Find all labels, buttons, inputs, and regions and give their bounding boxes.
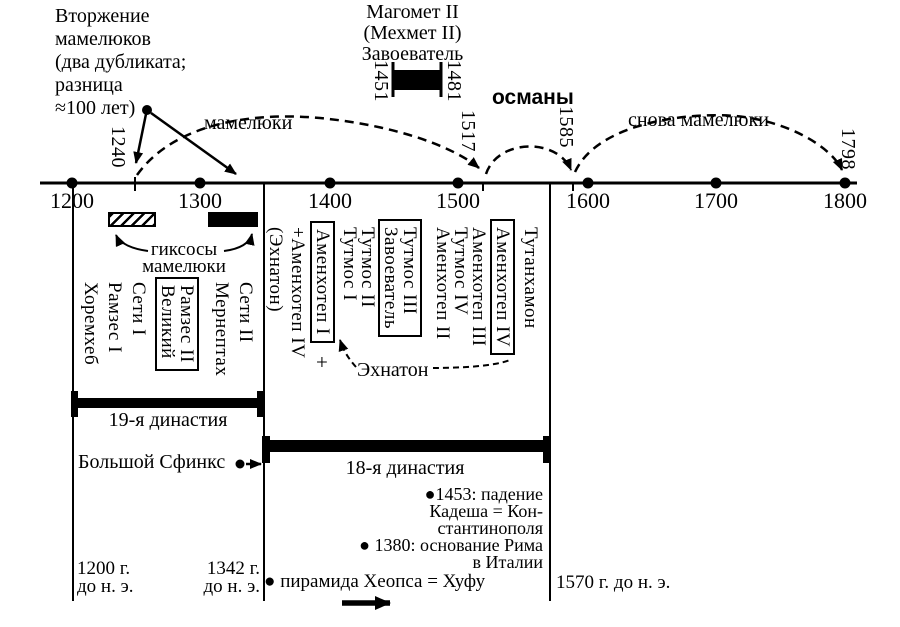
events-note-line: стантинополя — [437, 518, 544, 538]
axis-label-1800: 1800 — [823, 188, 867, 213]
hyksos-note: гиксосы мамелюки — [130, 239, 238, 277]
dynasty19-bar — [71, 391, 264, 417]
mehmet-end-year: 1481 — [443, 60, 465, 102]
dynasty19-start-date: 1200 г. до н. э. — [77, 558, 134, 597]
pharaoh-thutmose1: Тутмос I — [339, 227, 360, 301]
pharaoh-akhenaten-paren: (Эхнатон) — [265, 227, 286, 313]
dynasty18-bar — [262, 436, 551, 463]
axis-label-1200: 1200 — [50, 188, 94, 213]
period-arcs — [135, 113, 844, 176]
mehmet-title: Магомет II (Мехмет II) Завоеватель — [340, 2, 485, 65]
pharaoh-amenhotep4-plus: +Аменхотеп IV — [287, 227, 308, 359]
mamluks-arc-label: мамелюки — [204, 112, 293, 134]
date-era: до н. э. — [77, 576, 134, 597]
invasion-note-line: мамелюков — [55, 28, 151, 50]
events-note-line: ● 1380: основание Рима — [359, 535, 543, 555]
dynasty18-end-date: 1570 г. до н. э. — [556, 572, 671, 593]
akhenaten-label: Эхнатон — [357, 359, 429, 381]
mehmet-title-line: Завоеватель — [361, 43, 464, 65]
event-ticks — [134, 177, 574, 191]
pharaoh-ramses1: Рамзес I — [104, 282, 125, 353]
pharaoh-merneptah: Мернептах — [211, 282, 232, 377]
axis-label-1700: 1700 — [694, 188, 738, 213]
pharaoh-thutmose3: Тутмос III — [399, 227, 420, 315]
axis-label-1500: 1500 — [436, 188, 480, 213]
mehmet-reign-bar — [391, 62, 443, 97]
event-year-1240: 1240 — [107, 126, 129, 168]
hyksos-note-line: мамелюки — [142, 256, 226, 277]
hyksos-hatched-box — [108, 212, 156, 227]
mamluks-again-arc — [573, 113, 844, 173]
event-year-1798: 1798 — [837, 128, 859, 170]
pharaoh-tutankhamun: Тутанхамон — [520, 227, 541, 329]
date-year: 1200 г. — [77, 558, 131, 579]
akhenaten-pointer — [338, 339, 511, 369]
invasion-note-line: Вторжение — [55, 5, 150, 27]
event-year-1517: 1517 — [457, 110, 479, 152]
dynasty19-end-date: 1342 г. до н. э. — [178, 558, 261, 597]
invasion-note: Вторжение мамелюков (два дубликата; разн… — [55, 5, 186, 120]
dynasty19-label: 19-я династия — [108, 409, 228, 431]
mamluks-black-box — [208, 212, 258, 227]
mamluks-arc — [135, 115, 480, 176]
pharaoh-amenhotep4-box: Аменхотеп IV — [490, 219, 515, 356]
events-note-line: в Италии — [472, 552, 543, 572]
dynasty18-label: 18-я династия — [345, 457, 465, 479]
hyksos-note-line: гиксосы — [150, 239, 218, 260]
axis-label-1600: 1600 — [566, 188, 610, 213]
pharaoh-thutmose4: Тутмос IV — [450, 227, 471, 316]
hyksos-arrows — [115, 233, 255, 252]
pharaoh-thutmose3-epithet: Завоеватель — [380, 227, 401, 330]
pyramid-note: ● пирамида Хеопса = Хуфу — [264, 571, 486, 592]
mehmet-title-line: (Мехмет II) — [363, 22, 462, 44]
pharaoh-amenhotep4: Аменхотеп IV — [492, 227, 513, 348]
pharaoh-thutmose2: Тутмос II — [357, 227, 378, 308]
invasion-dot — [142, 105, 152, 115]
axis-label-1400: 1400 — [308, 188, 352, 213]
pharaoh-horemheb: Хоремхеб — [80, 282, 101, 366]
invasion-note-line: разница — [55, 74, 123, 96]
ottomans-arc — [484, 145, 573, 175]
pharaoh-thutmose3-box: Тутмос III Завоеватель — [378, 219, 422, 338]
date-year: 1342 г. — [206, 558, 260, 579]
events-note-line: ●1453: падение — [424, 484, 543, 504]
century-dots — [66, 177, 851, 189]
invasion-note-line: ≈100 лет) — [55, 97, 136, 119]
invasion-note-line: (два дубликата; — [55, 51, 187, 73]
pharaoh-seti2: Сети II — [235, 282, 256, 343]
pharaoh-amenhotep2: Аменхотеп II — [432, 227, 453, 340]
mehmet-start-year: 1451 — [370, 60, 392, 102]
pharaoh-amenhotep3: Аменхотеп III — [468, 227, 489, 347]
pharaoh-seti1: Сети I — [128, 282, 149, 336]
events-note-block: ●1453: падение Кадеша = Кон- стантинопол… — [300, 484, 544, 572]
events-note-line: Кадеша = Кон- — [429, 501, 543, 521]
axis-label-1300: 1300 — [178, 188, 222, 213]
event-year-1585: 1585 — [555, 106, 577, 148]
sphinx-arrow — [235, 459, 262, 469]
pharaoh-ramses2: Рамзес II — [176, 285, 197, 363]
pharaoh-amenhotep1-box: Аменхотеп I — [310, 221, 335, 343]
mehmet-title-line: Магомет II — [366, 1, 459, 23]
date-era: до н. э. — [203, 576, 261, 597]
invasion-arrows — [133, 105, 237, 176]
pharaoh-ramses2-box: Рамзес II Великий — [155, 277, 199, 371]
ottomans-label: османы — [492, 86, 574, 109]
pharaoh-ramses2-epithet: Великий — [157, 285, 178, 359]
mamluks-again-label: снова мамелюки — [628, 109, 769, 131]
amenhotep1-plus-suffix: + — [316, 350, 328, 374]
sphinx-label: Большой Сфинкс — [78, 451, 226, 473]
pharaoh-amenhotep1: Аменхотеп I — [312, 229, 333, 335]
